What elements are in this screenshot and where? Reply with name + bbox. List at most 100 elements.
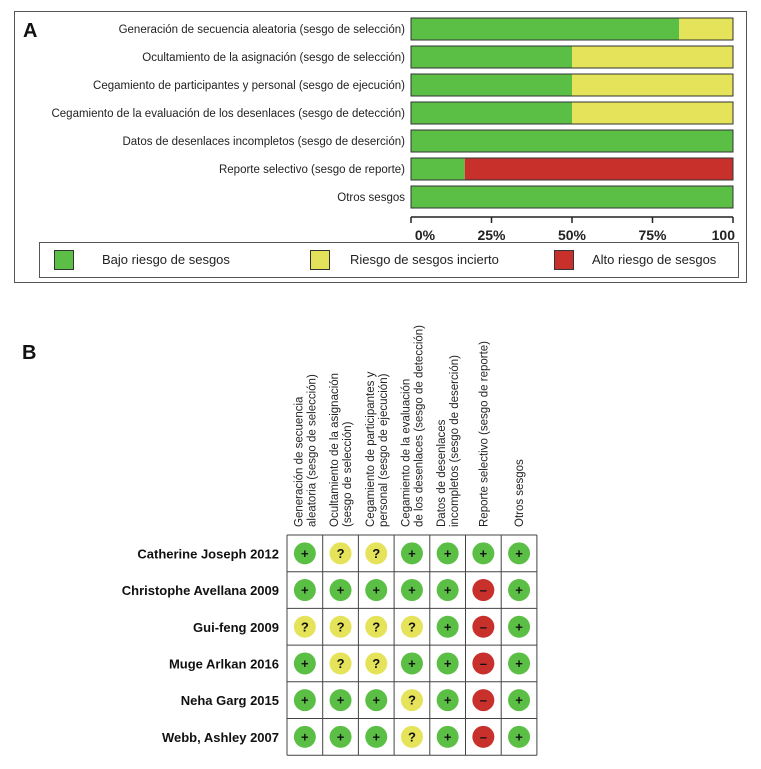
study-label: Neha Garg 2015 — [181, 693, 279, 708]
judgement-low-marker — [293, 542, 316, 565]
x-tick-label: 0% — [415, 227, 436, 243]
risk-summary-bar-chart: Generación de secuencia aleatoria (sesgo… — [51, 17, 735, 243]
judgement-unclear-marker — [329, 652, 352, 675]
column-header-label: Otros sesgos — [514, 459, 526, 527]
study-label: Muge Arlkan 2016 — [169, 656, 279, 671]
legend-swatch-high — [554, 250, 574, 270]
bar-segment-low — [411, 18, 680, 40]
panel-b-letter: B — [22, 342, 37, 364]
legend-swatch-low — [54, 250, 74, 270]
judgement-unclear-marker — [365, 542, 388, 565]
judgement-low-marker — [508, 615, 531, 638]
bar-segment-unclear — [572, 46, 733, 68]
judgement-unclear-marker — [365, 652, 388, 675]
bar-outline — [410, 129, 734, 153]
column-header-label: Reporte selectivo (sesgo de reporte) — [478, 341, 490, 527]
judgement-symbol: + — [301, 656, 309, 671]
judgement-low-marker — [436, 579, 459, 602]
judgement-low-marker — [293, 725, 316, 748]
judgement-symbol: + — [301, 729, 309, 744]
study-label: Christophe Avellana 2009 — [122, 583, 279, 598]
judgement-high-marker — [472, 725, 495, 748]
judgement-symbol: + — [408, 546, 416, 561]
judgement-unclear-marker — [365, 615, 388, 638]
judgement-low-marker — [436, 542, 459, 565]
judgement-unclear-marker — [293, 615, 316, 638]
legend: Bajo riesgo de sesgos Riesgo de sesgos i… — [39, 242, 739, 278]
judgement-unclear-marker — [329, 615, 352, 638]
judgement-low-marker — [472, 542, 495, 565]
legend-label-unclear: Riesgo de sesgos incierto — [350, 252, 499, 267]
column-header-label: Datos de desenlaces — [436, 419, 448, 527]
judgement-low-marker — [436, 689, 459, 712]
judgement-symbol: + — [301, 546, 309, 561]
judgement-symbol: + — [515, 619, 523, 634]
judgement-symbol: ? — [408, 729, 416, 744]
judgement-symbol: – — [480, 583, 487, 598]
column-header-label: de los desenlaces (sesgo de detección) — [413, 325, 425, 527]
judgement-low-marker — [508, 725, 531, 748]
judgement-symbol: + — [515, 693, 523, 708]
bar-outline — [410, 73, 734, 97]
bar-segment-low — [411, 186, 733, 208]
bar-segment-unclear — [679, 18, 733, 40]
bar-segment-low — [411, 130, 733, 152]
panel-a-letter: A — [23, 20, 38, 42]
x-tick-label: 25% — [477, 227, 506, 243]
judgement-symbol: + — [337, 729, 345, 744]
judgement-symbol: + — [444, 729, 452, 744]
judgement-low-marker — [365, 689, 388, 712]
bar-segment-high — [464, 158, 733, 180]
column-header-label: Cegamiento de la evaluación — [400, 379, 412, 527]
judgement-symbol: + — [515, 656, 523, 671]
column-header-label: personal (sesgo de ejecución) — [378, 373, 390, 527]
legend-swatch-unclear — [310, 250, 330, 270]
judgement-unclear-marker — [400, 615, 423, 638]
judgement-symbol: + — [408, 583, 416, 598]
judgement-high-marker — [472, 652, 495, 675]
legend-label-low: Bajo riesgo de sesgos — [102, 252, 230, 267]
judgement-symbol: ? — [408, 693, 416, 708]
bar-segment-unclear — [572, 102, 733, 124]
judgement-symbol: ? — [301, 619, 309, 634]
judgement-symbol: – — [480, 729, 487, 744]
bar-outline — [410, 101, 734, 125]
judgement-symbol: + — [480, 546, 488, 561]
judgement-symbol: ? — [408, 619, 416, 634]
judgement-low-marker — [508, 652, 531, 675]
judgement-low-marker — [436, 615, 459, 638]
judgement-symbol: + — [337, 693, 345, 708]
judgement-symbol: + — [515, 583, 523, 598]
judgement-unclear-marker — [400, 725, 423, 748]
bar-segment-low — [411, 102, 572, 124]
x-tick-label: 75% — [638, 227, 667, 243]
judgement-unclear-marker — [329, 542, 352, 565]
judgement-symbol: ? — [337, 656, 345, 671]
bar-outline — [410, 157, 734, 181]
judgement-symbol: + — [372, 583, 380, 598]
judgement-symbol: + — [372, 693, 380, 708]
study-label: Catherine Joseph 2012 — [137, 546, 279, 561]
bar-category-label: Otros sesgos — [337, 192, 405, 204]
study-label: Gui-feng 2009 — [193, 620, 279, 635]
judgement-high-marker — [472, 615, 495, 638]
judgement-symbol: ? — [372, 619, 380, 634]
bar-outline — [410, 17, 734, 41]
judgement-symbol: + — [444, 619, 452, 634]
judgement-low-marker — [293, 579, 316, 602]
bar-segment-low — [411, 74, 572, 96]
study-label: Webb, Ashley 2007 — [162, 730, 279, 745]
judgement-low-marker — [293, 689, 316, 712]
legend-label-high: Alto riesgo de sesgos — [592, 252, 717, 267]
judgement-symbol: ? — [337, 546, 345, 561]
judgement-high-marker — [472, 689, 495, 712]
judgement-symbol: + — [301, 693, 309, 708]
judgement-low-marker — [365, 579, 388, 602]
judgement-low-marker — [508, 542, 531, 565]
judgement-low-marker — [508, 579, 531, 602]
judgement-symbol: – — [480, 656, 487, 671]
judgement-symbol: + — [515, 729, 523, 744]
judgement-symbol: ? — [372, 656, 380, 671]
bar-segment-low — [411, 158, 465, 180]
judgement-symbol: ? — [337, 619, 345, 634]
